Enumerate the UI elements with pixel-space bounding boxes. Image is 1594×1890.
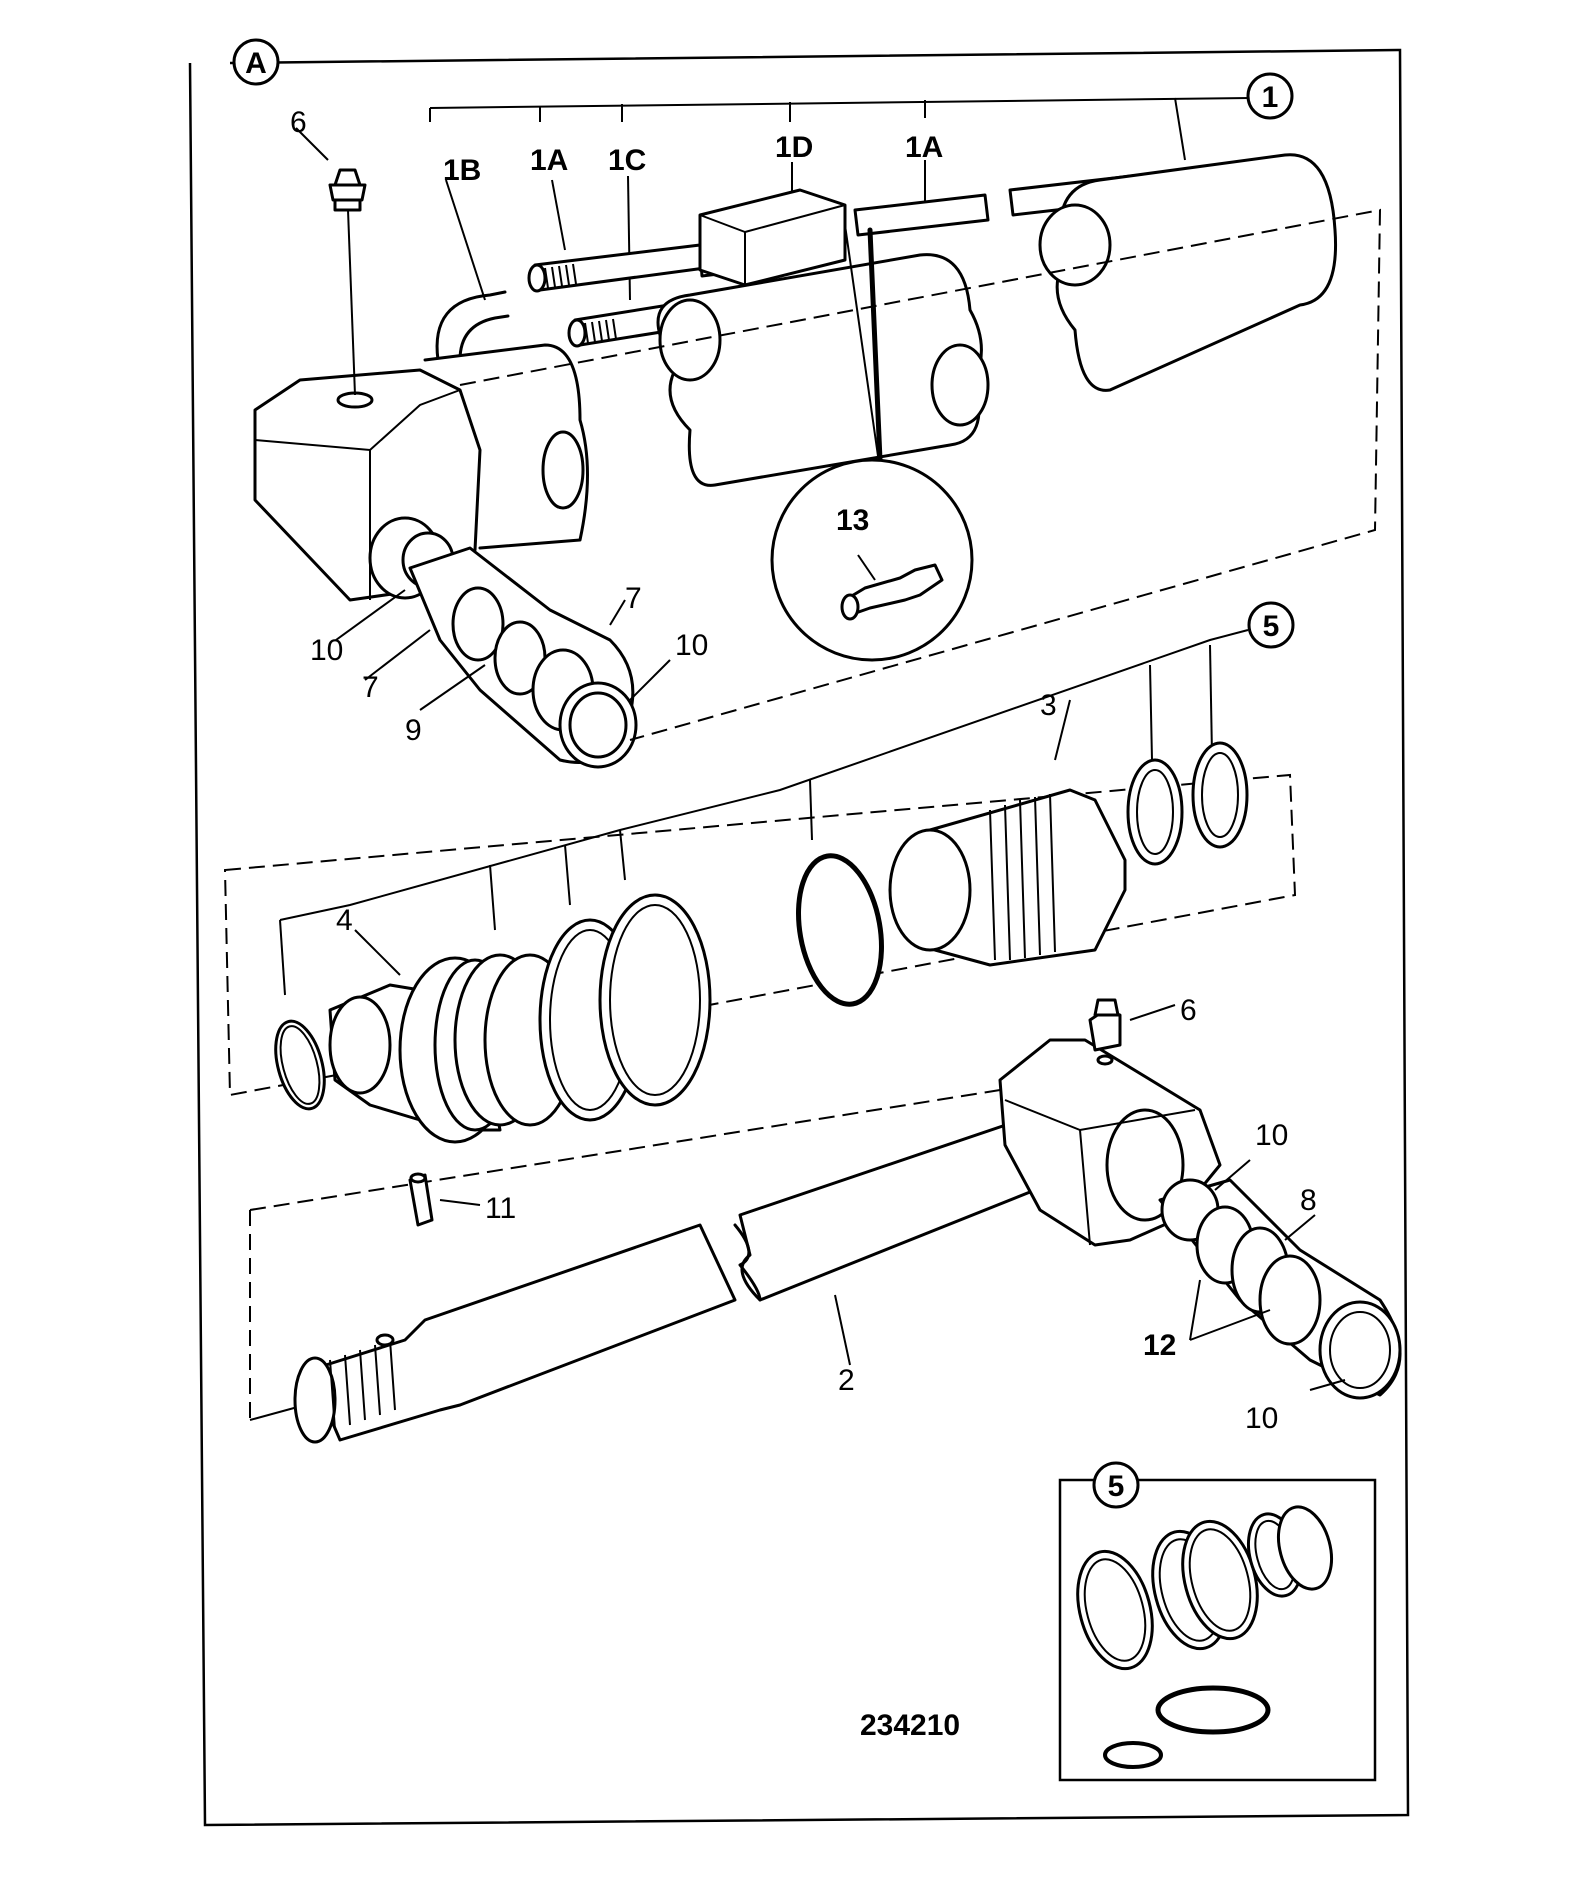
kit-5-callout-upper	[1247, 601, 1295, 649]
label-part-6-right: 6	[1180, 994, 1197, 1027]
rod-group	[249, 998, 1402, 1444]
label-part-7-right: 7	[625, 582, 642, 615]
kit-1-callout	[1246, 72, 1294, 120]
kit-5-callout-inset	[1092, 1461, 1140, 1509]
label-part-10-mid: 10	[675, 629, 708, 662]
label-part-1A-right: 1A	[905, 131, 943, 164]
piston-group: 5	[223, 601, 1297, 1144]
label-part-10-left: 10	[310, 634, 343, 667]
outer-frame	[188, 48, 1410, 1827]
kit-5-callout-inset-label: 5	[1108, 1470, 1125, 1503]
inset-frame	[1058, 1478, 1377, 1782]
part-labels: 6 1B 1A 1C 1D 1A 13 7 10 7 10 9 3 4 6 10…	[290, 106, 1317, 1742]
kit-5-callout-upper-label: 5	[1263, 610, 1280, 643]
label-part-1C: 1C	[608, 144, 646, 177]
label-part-1B: 1B	[443, 154, 481, 187]
label-part-8: 8	[1300, 1184, 1317, 1217]
figure-number: 234210	[860, 1709, 960, 1742]
label-part-10-rod-top: 10	[1255, 1119, 1288, 1152]
label-part-4: 4	[336, 904, 353, 937]
label-part-3: 3	[1040, 689, 1057, 722]
seal-kit-inset: 5	[1058, 1461, 1377, 1782]
barrel-group: 1	[253, 72, 1382, 769]
view-callout: A	[232, 38, 280, 86]
label-part-2: 2	[838, 1364, 855, 1397]
label-part-7-left: 7	[362, 671, 379, 704]
label-part-13: 13	[836, 504, 869, 537]
kit-1-callout-label: 1	[1262, 81, 1279, 114]
label-part-12: 12	[1143, 1329, 1176, 1362]
view-callout-label: A	[245, 47, 267, 80]
label-part-1D: 1D	[775, 131, 813, 164]
label-part-1A-left: 1A	[530, 144, 568, 177]
label-part-9: 9	[405, 714, 422, 747]
label-part-10-rod-bottom: 10	[1245, 1402, 1278, 1435]
label-part-11: 11	[485, 1192, 516, 1225]
label-part-6-top: 6	[290, 106, 307, 139]
